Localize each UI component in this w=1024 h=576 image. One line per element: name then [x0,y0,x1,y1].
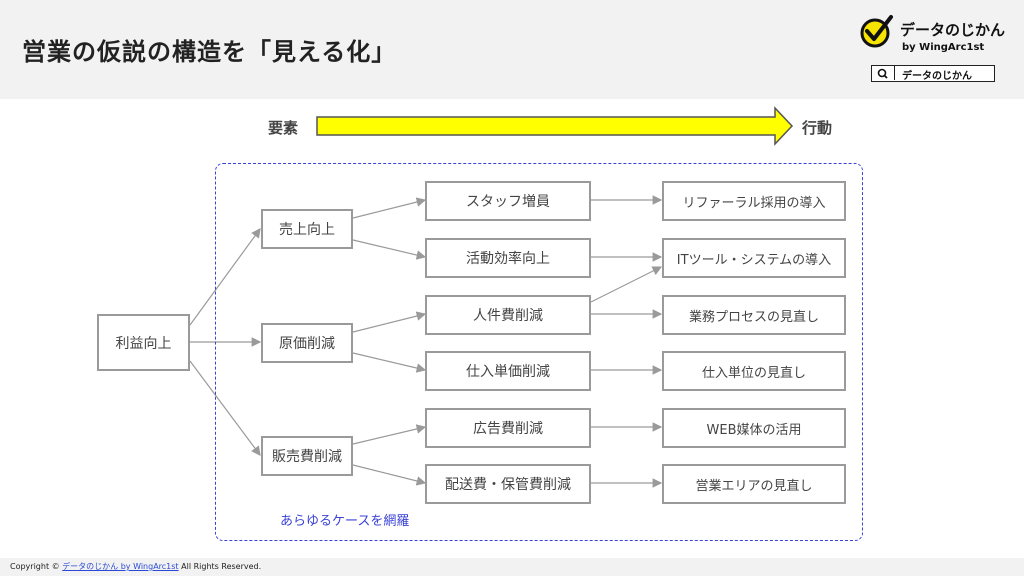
copyright-text: Copyright © データのじかん by WingArc1st All Ri… [10,561,261,572]
action-node: ITツール・システムの導入 [662,238,846,278]
header-bar [0,0,1024,99]
page-title: 営業の仮説の構造を「見える化」 [22,38,397,66]
axis-left-label: 要素 [268,119,299,137]
logo-name: データのじかん [900,21,1006,39]
level1-node: 販売費削減 [261,436,353,476]
axis-right-label: 行動 [802,119,833,137]
search-label: データのじかん [902,71,972,82]
copyright-link[interactable]: データのじかん by WingArc1st [62,562,179,571]
action-node: WEB媒体の活用 [662,408,846,448]
action-node: リファーラル採用の導入 [662,181,846,221]
logo-byline: by WingArc1st [902,42,985,53]
checkmark-logo-icon [860,15,893,48]
coverage-note: あらゆるケースを網羅 [280,514,410,529]
action-node: 仕入単位の見直し [662,351,846,391]
level2-node: 配送費・保管費削減 [425,464,591,504]
level2-node: スタッフ増員 [425,181,591,221]
level1-node: 原価削減 [261,323,353,363]
copyright-suffix: All Rights Reserved. [181,562,262,571]
action-node: 業務プロセスの見直し [662,295,846,335]
level2-node: 仕入単価削減 [425,351,591,391]
root-node: 利益向上 [97,314,190,371]
footer-bar: Copyright © データのじかん by WingArc1st All Ri… [0,558,1024,576]
search-box[interactable]: データのじかん [871,65,995,82]
level2-node: 人件費削減 [425,295,591,335]
action-node: 営業エリアの見直し [662,464,846,504]
level1-node: 売上向上 [261,209,353,249]
search-icon [872,66,895,80]
coverage-boundary [215,163,863,541]
level2-node: 活動効率向上 [425,238,591,278]
level2-node: 広告費削減 [425,408,591,448]
site-logo[interactable]: データのじかん by WingArc1st [860,10,1010,60]
yellow-progress-arrow [316,106,794,146]
copyright-prefix: Copyright © [10,562,60,571]
